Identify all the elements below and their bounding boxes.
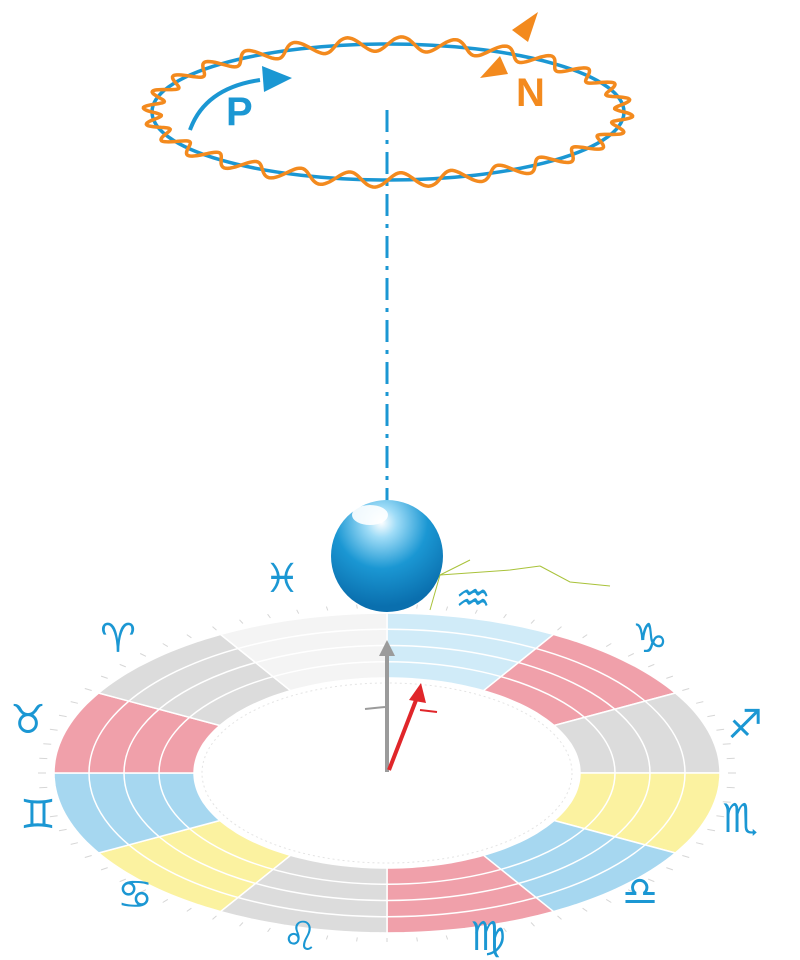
tick-mark <box>474 609 478 614</box>
tick-mark <box>582 634 588 639</box>
zodiac-aries-glyph: ♈ <box>100 616 136 662</box>
sphere-highlight <box>352 505 388 525</box>
tick-mark <box>162 643 169 648</box>
tick-mark <box>58 828 67 832</box>
tick-mark <box>212 915 217 920</box>
tick-mark <box>445 935 449 940</box>
zodiac-cancer-glyph: ♋ <box>117 872 153 918</box>
vertical-gray-arrowhead <box>379 640 395 656</box>
tick-mark <box>627 653 635 657</box>
tick-mark <box>296 609 300 614</box>
tick-mark <box>648 663 655 668</box>
tick-mark <box>267 613 271 619</box>
tick-mark <box>70 701 79 704</box>
zodiac-gemini-glyph: ♊ <box>20 792 56 838</box>
zodiac-libra-glyph: ♎ <box>622 869 658 915</box>
red-tilt-arrowhead <box>409 683 426 703</box>
tick-mark <box>557 626 562 631</box>
tick-mark <box>503 927 507 933</box>
tick-mark <box>682 855 690 858</box>
zodiac-capricorn-glyph: ♑ <box>632 616 668 662</box>
tick-mark <box>682 688 690 691</box>
tick-mark <box>49 815 58 818</box>
nutation-arrowhead-upper <box>512 12 538 42</box>
precession-arrow <box>188 78 261 131</box>
tick-mark <box>325 606 329 611</box>
tick-mark <box>722 743 731 745</box>
tick-mark <box>695 842 704 845</box>
tick-mark <box>416 937 418 942</box>
tick-mark <box>239 619 244 624</box>
tick-mark <box>296 932 300 937</box>
earth-sphere <box>331 500 443 612</box>
tick-mark <box>356 604 358 609</box>
tick-mark <box>356 937 358 942</box>
zodiac-aquarius-glyph: ♒ <box>455 576 491 622</box>
tick-mark <box>648 878 655 883</box>
tick-mark <box>100 867 108 871</box>
tick-mark <box>503 613 507 619</box>
zodiac-pisces-glyph: ♓ <box>264 556 300 602</box>
red-tilt-arrow-shaft <box>387 694 420 771</box>
precession-arrowhead <box>262 66 292 92</box>
tick-mark <box>605 643 612 648</box>
tick-mark <box>695 701 704 704</box>
ring-band-line <box>88 628 686 918</box>
tick-mark <box>530 922 535 927</box>
tick-mark <box>186 634 192 639</box>
tick-mark <box>139 653 147 657</box>
tick-mark <box>530 619 535 624</box>
tick-mark <box>666 867 674 871</box>
tick-mark <box>474 932 478 937</box>
tick-mark <box>49 728 58 731</box>
tick-mark <box>139 889 147 893</box>
small-gray-pointer <box>364 706 386 710</box>
tick-mark <box>100 675 108 679</box>
tick-mark <box>582 907 588 912</box>
tick-mark <box>627 889 635 893</box>
tick-mark <box>162 898 169 903</box>
inner-dial <box>201 682 573 864</box>
tick-mark <box>58 714 67 718</box>
tick-mark <box>325 935 329 940</box>
tick-mark <box>186 907 192 912</box>
tick-mark <box>666 675 674 679</box>
tick-mark <box>716 728 725 731</box>
zodiac-taurus-glyph: ♉ <box>10 697 46 743</box>
tick-mark <box>239 922 244 927</box>
tick-mark <box>43 743 52 745</box>
tick-mark <box>716 815 725 818</box>
tick-mark <box>707 714 716 718</box>
tick-mark <box>84 688 92 691</box>
tick-mark <box>416 604 418 609</box>
tick-mark <box>605 898 612 903</box>
zodiac-virgo-glyph: ♍ <box>470 914 506 960</box>
nutation-arrowhead-lower <box>480 56 508 78</box>
tick-mark <box>43 801 52 803</box>
tick-mark <box>707 828 716 832</box>
zodiac-scorpio-glyph: ♏ <box>722 796 758 842</box>
zodiac-ring <box>53 612 721 934</box>
zodiac-signs: ♓ ♒ ♑ ♐ ♏ ♎ ♍ ♌ ♋ ♊ ♉ ♈ <box>10 556 763 960</box>
nutation-wobble <box>141 35 635 189</box>
tick-mark <box>212 626 217 631</box>
tick-mark <box>84 855 92 858</box>
zodiac-leo-glyph: ♌ <box>282 914 318 960</box>
tick-mark <box>722 801 731 803</box>
nutation-label: N <box>516 71 545 115</box>
ring-tick-marks <box>38 604 736 942</box>
zodiac-sagittarius-glyph: ♐ <box>727 702 763 748</box>
precession-label: P <box>226 90 253 134</box>
small-red-pointer <box>419 709 438 713</box>
tick-mark <box>267 927 271 933</box>
annotation-leader-lines <box>429 559 611 611</box>
tick-mark <box>119 878 126 883</box>
tick-mark <box>445 606 449 611</box>
tick-mark <box>119 663 126 668</box>
tick-mark <box>557 915 562 920</box>
tick-mark <box>70 842 79 845</box>
